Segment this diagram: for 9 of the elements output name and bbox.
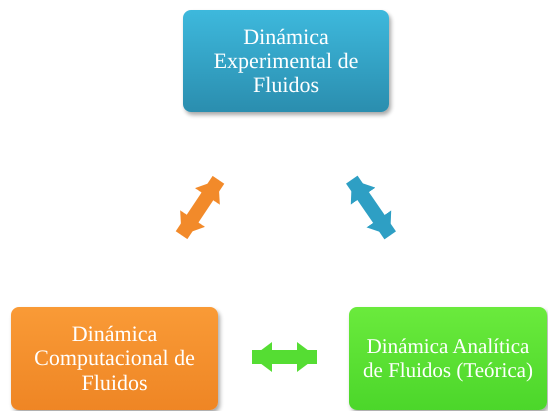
rounded-box	[349, 307, 547, 410]
double-arrow	[176, 176, 224, 240]
rounded-box	[11, 307, 218, 410]
box-label: Dinámica Analítica de Fluidos (Teórica)	[362, 335, 534, 382]
box-label: Dinámica Computacional de Fluidos	[33, 322, 196, 395]
double-arrow	[252, 342, 317, 372]
rounded-box	[183, 10, 389, 112]
double-arrow	[346, 176, 396, 240]
box-label: Dinámica Experimental de Fluidos	[212, 24, 360, 98]
